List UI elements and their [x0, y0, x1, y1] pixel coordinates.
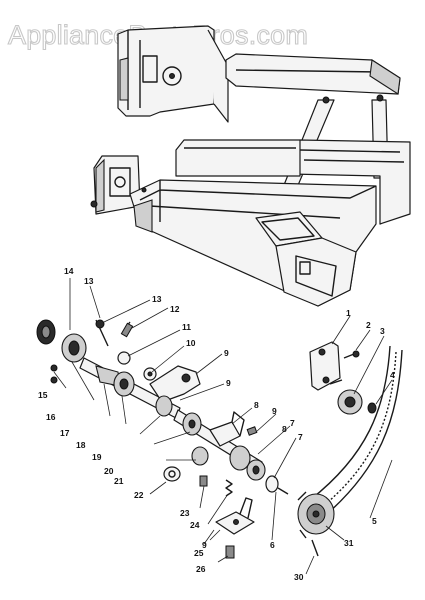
- callout-10: 8: [254, 400, 259, 410]
- callout-14: 12: [170, 304, 180, 314]
- callout-13-lower: 10: [186, 338, 196, 348]
- callout-7-lower: 7: [298, 432, 303, 442]
- callout-22: 19: [92, 452, 102, 462]
- callout-29: 26: [196, 564, 206, 574]
- callout-23: 20: [104, 466, 114, 476]
- callout-13-upper: 11: [182, 322, 191, 332]
- callout-30: 30: [294, 572, 304, 582]
- callout-31: 31: [344, 538, 354, 548]
- callout-26: 23: [180, 508, 190, 518]
- callout-6: 6: [270, 540, 275, 550]
- callout-1: 1: [346, 308, 351, 318]
- leader-lines: [53, 278, 393, 575]
- callout-12: 9: [224, 348, 229, 358]
- callout-5: 5: [372, 516, 377, 526]
- callout-28: 25: [194, 548, 204, 558]
- callout-9-upper: 9: [272, 406, 277, 416]
- lower-shaft-assembly-illustration: [36, 319, 403, 559]
- callout-20: 17: [60, 428, 70, 438]
- callout-15: 13: [152, 294, 162, 304]
- callout-3: 3: [380, 326, 385, 336]
- callout-9-lower: 9: [202, 540, 207, 550]
- callout-24: 21: [114, 476, 124, 486]
- callout-7-upper: 7: [290, 418, 295, 428]
- callout-27: 24: [190, 520, 200, 530]
- callout-17: 14: [64, 266, 74, 276]
- machine-body-illustration: [90, 25, 411, 307]
- callout-18: 15: [38, 390, 48, 400]
- callout-19: 16: [46, 412, 56, 422]
- callout-2: 2: [366, 320, 371, 330]
- callout-16: 13: [84, 276, 94, 286]
- callout-8: 8: [282, 424, 287, 434]
- callout-labels: 14 13 13 12 11 10 9 9 8 15 16 17 18 19 2…: [38, 266, 395, 582]
- callout-25: 22: [134, 490, 144, 500]
- callout-11: 9: [226, 378, 231, 388]
- callout-4: 4: [390, 370, 395, 380]
- callout-21: 18: [76, 440, 86, 450]
